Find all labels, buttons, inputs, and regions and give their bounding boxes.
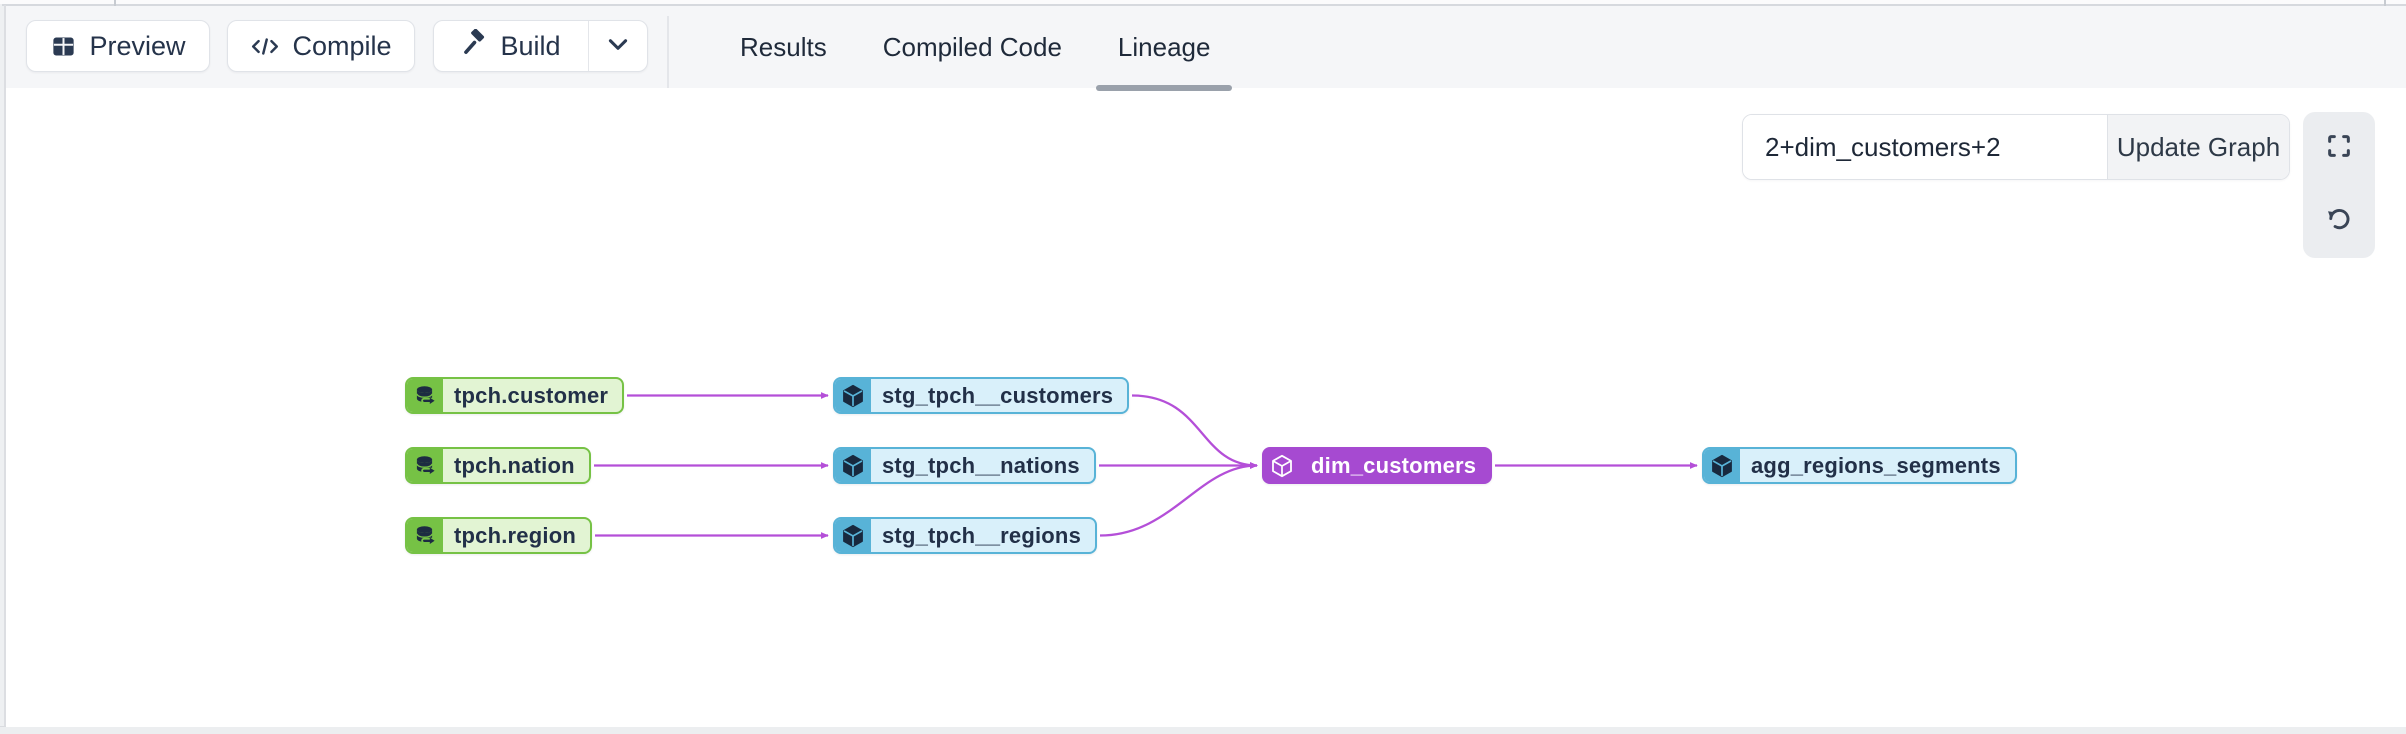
pane-left-border: [4, 5, 6, 727]
reset-view-button[interactable]: [2303, 189, 2375, 255]
tab-compiled-code-label: Compiled Code: [882, 31, 1062, 62]
node-label: tpch.region: [454, 522, 576, 548]
lineage-node-agg-regions-segments[interactable]: agg_regions_segments: [1702, 447, 2017, 484]
build-button-group: Build: [433, 20, 648, 72]
lineage-selector-group: Update Graph: [1742, 114, 2290, 180]
lineage-node-stg-tpch-customers[interactable]: stg_tpch__customers: [833, 377, 1130, 414]
tab-compiled-code[interactable]: Compiled Code: [855, 6, 1090, 88]
tab-separator-tick: [2384, 0, 2386, 6]
lineage-node-tpch-nation[interactable]: tpch.nation: [405, 447, 591, 484]
node-type-icon: [835, 379, 871, 412]
graph-view-controls: [2303, 112, 2375, 258]
model-cube-icon: [843, 524, 863, 547]
tab-results[interactable]: Results: [712, 6, 855, 88]
model-cube-icon: [843, 454, 863, 477]
tab-separator-tick: [114, 0, 116, 6]
chevron-down-icon: [605, 31, 631, 62]
model-cube-icon: [1712, 454, 1732, 477]
node-type-icon: [407, 449, 443, 482]
node-label: stg_tpch__customers: [882, 382, 1114, 408]
table-grid-icon: [50, 33, 77, 60]
fullscreen-button[interactable]: [2303, 116, 2375, 182]
hammer-icon: [461, 28, 488, 63]
reset-icon: [2325, 205, 2353, 238]
preview-button[interactable]: Preview: [26, 20, 210, 72]
lineage-node-dim-customers[interactable]: dim_customers: [1262, 447, 1493, 484]
results-header-bar: Preview Compile: [6, 6, 2406, 91]
node-type-icon: [835, 519, 871, 552]
build-button[interactable]: Build: [434, 21, 589, 71]
model-cube-icon: [1272, 454, 1292, 477]
update-graph-button[interactable]: Update Graph: [2107, 115, 2289, 179]
database-source-icon: [416, 455, 436, 474]
pane-bottom-edge: [0, 726, 2406, 734]
toolbar-tabs-divider: [667, 16, 669, 88]
node-label: stg_tpch__regions: [882, 522, 1082, 548]
database-source-icon: [416, 385, 436, 404]
model-cube-icon: [843, 384, 863, 407]
node-type-icon: [1264, 449, 1300, 482]
lineage-selector-input[interactable]: [1743, 115, 2107, 179]
build-dropdown-button[interactable]: [589, 21, 647, 71]
node-label: tpch.customer: [454, 382, 609, 408]
compile-button[interactable]: Compile: [227, 20, 415, 72]
node-label: tpch.nation: [454, 452, 575, 478]
node-label: stg_tpch__nations: [882, 452, 1080, 478]
upper-pane-edge: [0, 0, 2406, 4]
build-button-label: Build: [500, 30, 561, 61]
node-type-icon: [407, 519, 443, 552]
compile-button-label: Compile: [292, 30, 392, 61]
pane-top-border: [2, 4, 2406, 6]
node-label: agg_regions_segments: [1751, 452, 2001, 478]
lineage-node-tpch-customer[interactable]: tpch.customer: [405, 377, 625, 414]
tab-results-label: Results: [740, 31, 827, 62]
lineage-node-tpch-region[interactable]: tpch.region: [405, 517, 592, 554]
lineage-node-stg-tpch-regions[interactable]: stg_tpch__regions: [833, 517, 1098, 554]
lineage-node-stg-tpch-nations[interactable]: stg_tpch__nations: [833, 447, 1096, 484]
node-type-icon: [407, 379, 443, 412]
fullscreen-icon: [2325, 132, 2353, 165]
tab-lineage[interactable]: Lineage: [1090, 6, 1239, 91]
code-icon: [250, 33, 280, 60]
node-type-icon: [835, 449, 871, 482]
tab-lineage-label: Lineage: [1117, 31, 1211, 62]
preview-button-label: Preview: [89, 30, 186, 61]
database-source-icon: [416, 525, 436, 544]
result-tabs: Results Compiled Code Lineage: [712, 6, 1239, 91]
node-type-icon: [1704, 449, 1740, 482]
node-label: dim_customers: [1311, 452, 1477, 478]
